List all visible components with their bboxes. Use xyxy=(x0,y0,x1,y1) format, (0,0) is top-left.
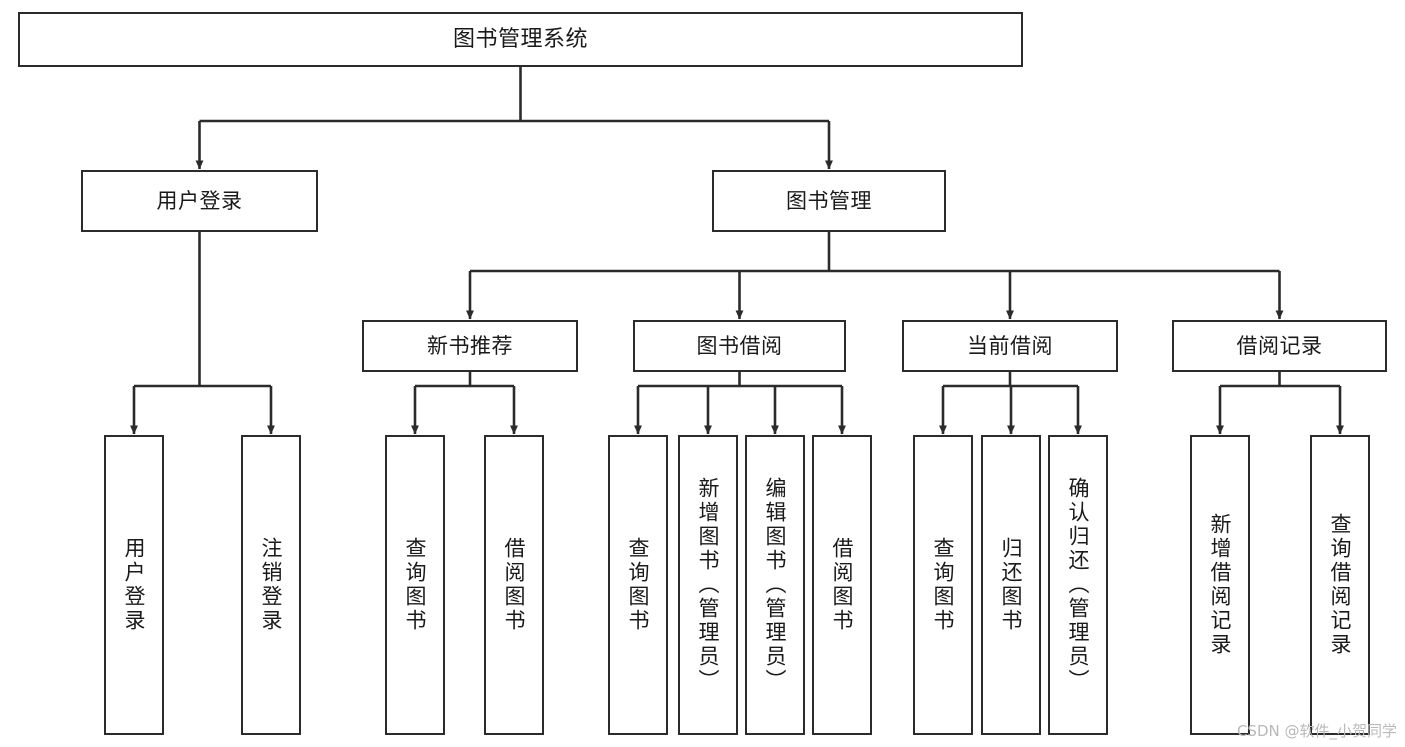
node-leaf-borrow-book-1[interactable]: 借阅图书 xyxy=(484,435,544,735)
node-label-borrow-record: 借阅记录 xyxy=(1236,333,1323,358)
node-label-current-borrow: 当前借阅 xyxy=(967,333,1053,358)
node-borrow-record[interactable]: 借阅记录 xyxy=(1172,320,1387,372)
node-label-leaf-query-book-1: 查询图书 xyxy=(403,537,428,633)
node-leaf-user-login[interactable]: 用户登录 xyxy=(104,435,164,735)
node-book-borrow[interactable]: 图书借阅 xyxy=(633,320,846,372)
node-leaf-query-book-2[interactable]: 查询图书 xyxy=(608,435,668,735)
node-label-leaf-add-book: 新增图书（管理员） xyxy=(696,477,721,693)
node-current-borrow[interactable]: 当前借阅 xyxy=(902,320,1118,372)
node-label-leaf-logout: 注销登录 xyxy=(259,537,284,633)
node-leaf-add-book[interactable]: 新增图书（管理员） xyxy=(678,435,738,735)
node-leaf-return-book[interactable]: 归还图书 xyxy=(981,435,1041,735)
node-leaf-edit-book[interactable]: 编辑图书（管理员） xyxy=(745,435,805,735)
node-label-leaf-borrow-book-2: 借阅图书 xyxy=(830,537,855,633)
node-label-user-login: 用户登录 xyxy=(156,188,243,213)
csdn-watermark: CSDN @软件_小贺同学 xyxy=(1236,722,1397,740)
node-label-new-book-recommend: 新书推荐 xyxy=(427,333,513,358)
node-label-leaf-confirm-return: 确认归还（管理员） xyxy=(1066,477,1091,693)
node-label-leaf-query-book-3: 查询图书 xyxy=(931,537,956,633)
node-label-leaf-borrow-book-1: 借阅图书 xyxy=(502,537,527,633)
node-label-leaf-query-book-2: 查询图书 xyxy=(626,537,651,633)
node-label-leaf-user-login: 用户登录 xyxy=(122,537,147,633)
node-leaf-query-book-3[interactable]: 查询图书 xyxy=(913,435,973,735)
node-new-book-recommend[interactable]: 新书推荐 xyxy=(362,320,578,372)
node-label-leaf-query-record: 查询借阅记录 xyxy=(1328,513,1353,657)
node-label-leaf-add-record: 新增借阅记录 xyxy=(1208,513,1233,657)
node-label-book-borrow: 图书借阅 xyxy=(696,333,783,358)
node-leaf-confirm-return[interactable]: 确认归还（管理员） xyxy=(1048,435,1108,735)
node-label-book-manage: 图书管理 xyxy=(786,188,872,213)
node-leaf-query-record[interactable]: 查询借阅记录 xyxy=(1310,435,1370,735)
node-label-root: 图书管理系统 xyxy=(452,26,588,52)
node-book-manage[interactable]: 图书管理 xyxy=(712,170,946,232)
node-leaf-logout[interactable]: 注销登录 xyxy=(241,435,301,735)
node-user-login[interactable]: 用户登录 xyxy=(81,170,318,232)
node-leaf-borrow-book-2[interactable]: 借阅图书 xyxy=(812,435,872,735)
node-label-leaf-return-book: 归还图书 xyxy=(999,537,1024,633)
node-leaf-add-record[interactable]: 新增借阅记录 xyxy=(1190,435,1250,735)
node-label-leaf-edit-book: 编辑图书（管理员） xyxy=(763,477,788,693)
node-leaf-query-book-1[interactable]: 查询图书 xyxy=(385,435,445,735)
node-root[interactable]: 图书管理系统 xyxy=(18,12,1023,67)
